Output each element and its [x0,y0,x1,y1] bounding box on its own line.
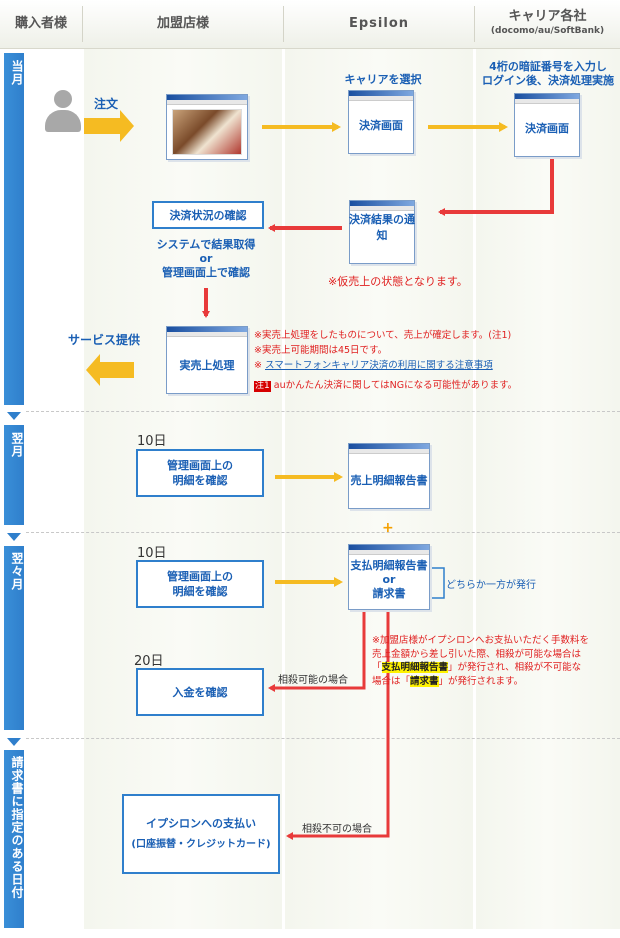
smartphone-carrier-notes-link[interactable]: スマートフォンキャリア決済の利用に関する注意事項 [265,360,493,371]
fee-note: ※加盟店様がイプシロンへお支払いただく手数料を 売上金額から差し引いた際、相殺が… [372,634,620,688]
order-label: 注文 [94,97,118,111]
sales-report-thumbnail: 売上明細報告書 [348,443,430,509]
epsilon-payment-box: イプシロンへの支払い (口座振替・クレジットカード) [122,794,280,874]
payment-screen-label: 決済画面 [349,117,413,133]
arrow-carrier-to-result [440,158,552,212]
system-check-text: システムで結果取得 or 管理画面上で確認 [140,238,272,280]
system-line3: 管理画面上で確認 [140,266,272,280]
carrier-step-text: 4桁の暗証番号を入力し ログイン後、決済処理実施 [476,60,620,88]
real-sale-thumbnail: 実売上処理 [166,326,248,394]
carrier-step-line1: 4桁の暗証番号を入力し [476,60,620,74]
payment-screen-thumbnail: 決済画面 [348,90,414,154]
pay-report-or-invoice-thumbnail: 支払明細報告書 or 請求書 [348,544,430,610]
real-sale-note-b: ※実売上可能期間は45日です。 [254,344,387,358]
invoice-highlight: 請求書 [410,676,439,687]
either-issued-label: どちらか一方が発行 [446,576,536,591]
next-month-day: 10日 [137,430,167,449]
provisional-note: ※仮売上の状態となります。 [328,275,468,289]
carrier-payment-screen-thumbnail: 決済画面 [514,93,580,157]
carrier-payment-screen-label: 決済画面 [515,120,579,136]
fee-note-line4: 場合は「請求書」が発行されます。 [372,675,620,689]
order-arrow [84,110,134,142]
pay-report-highlight: 支払明細報告書 [382,662,449,673]
note1-line: 注1 auかんたん決済に関してはNGになる可能性があります。 [254,379,517,393]
fee-note-line1: ※加盟店様がイプシロンへお支払いただく手数料を [372,634,620,648]
check-status-box: 決済状況の確認 [152,201,264,229]
fee-note-line3: 「支払明細報告書」が発行され、相殺が不可能な [372,661,620,675]
system-line1: システムで結果取得 [140,238,272,252]
real-sale-note-c: ※ スマートフォンキャリア決済の利用に関する注意事項 [254,359,493,373]
result-notice-label: 決済結果の通知 [344,211,420,243]
real-sale-label: 実売上処理 [167,357,247,373]
carrier-step-line2: ログイン後、決済処理実施 [476,74,620,88]
deposit-day: 20日 [134,650,164,669]
shop-screen-thumbnail [166,94,248,160]
note1-text: auかんたん決済に関してはNGになる可能性があります。 [274,380,517,391]
plus-sign: + [382,520,394,536]
offset-impossible-label: 相殺不可の場合 [302,820,372,835]
service-arrow [86,354,134,386]
system-line2: or [140,252,272,266]
person-icon [43,90,83,134]
service-label: サービス提供 [68,333,140,347]
result-notice-thumbnail: 決済結果の通知 [349,200,415,264]
fee-note-line2: 売上金額から差し引いた際、相殺が可能な場合は [372,648,620,662]
real-sale-note-a: ※実売上処理をしたものについて、売上が確定します。(注1) [254,329,511,343]
epsilon-payment-title: イプシロンへの支払い [146,816,256,831]
note1-badge: 注1 [254,381,271,392]
invoice-label: 請求書 [349,587,429,601]
sales-report-label: 売上明細報告書 [349,472,429,488]
select-carrier-label: キャリアを選択 [338,73,428,87]
or-label: or [349,573,429,587]
pay-report-label: 支払明細報告書 [349,559,429,573]
next-month-detail-box: 管理画面上の 明細を確認 [136,449,264,497]
offset-possible-label: 相殺可能の場合 [278,671,348,686]
epsilon-payment-methods: (口座振替・クレジットカード) [131,837,270,852]
after-next-day: 10日 [137,542,167,561]
deposit-check-box: 入金を確認 [136,668,264,716]
note-c-prefix: ※ [254,360,262,371]
after-next-detail-box: 管理画面上の 明細を確認 [136,560,264,608]
